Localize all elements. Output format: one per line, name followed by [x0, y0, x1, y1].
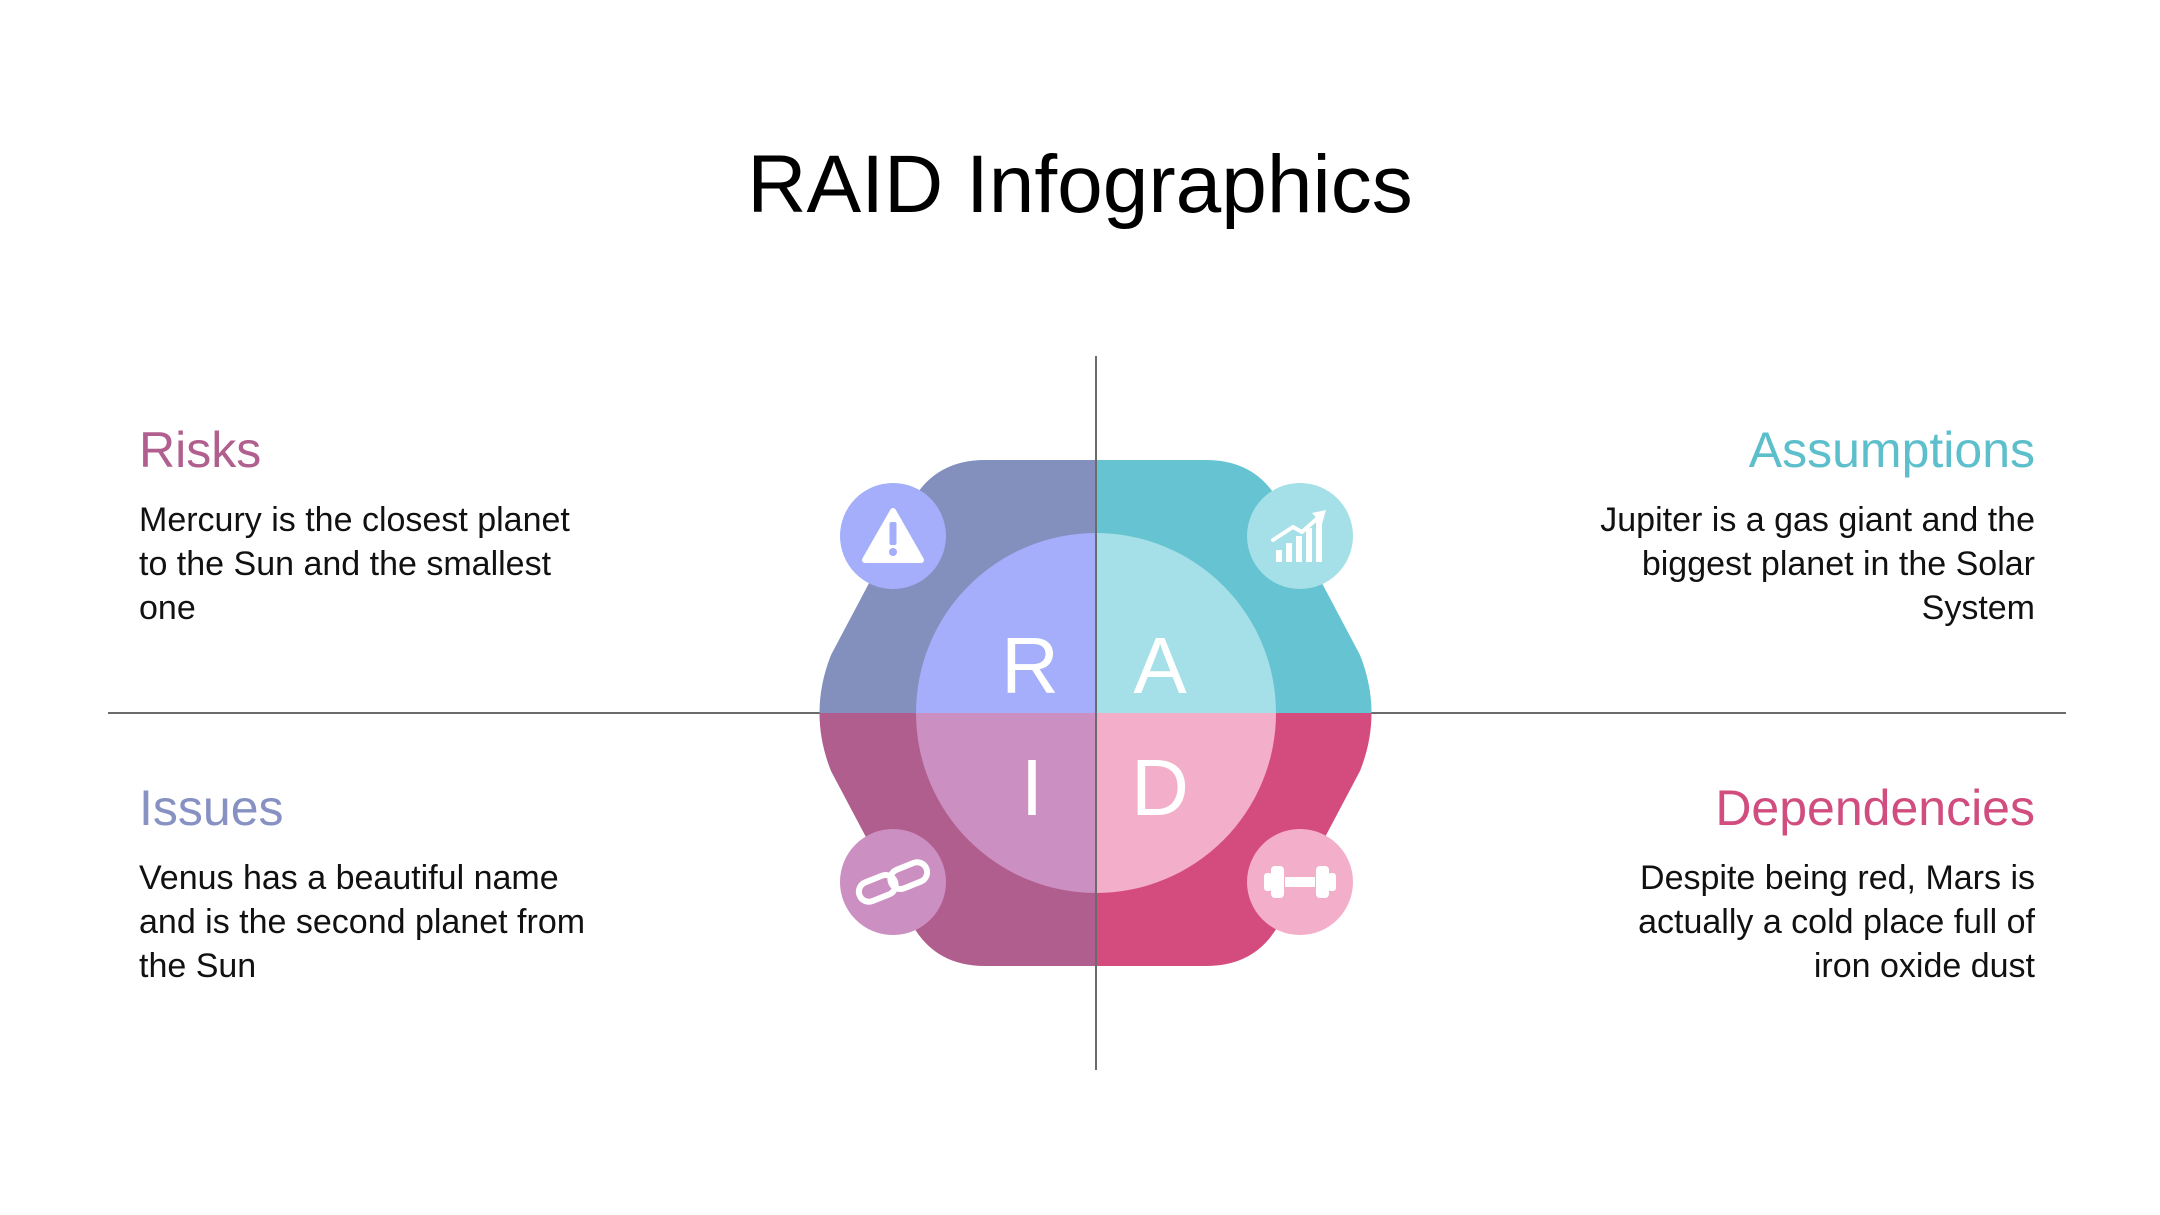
chain-link-icon [840, 829, 946, 935]
assumptions-heading: Assumptions [1748, 422, 2035, 478]
growth-chart-icon [1247, 483, 1353, 589]
letter-i: I [1021, 743, 1043, 832]
letter-r: R [1001, 621, 1059, 710]
circle-quadrant-dependencies [1096, 713, 1276, 893]
warning-icon [840, 483, 946, 589]
vertical-axis-line [1095, 356, 1097, 1070]
circle-quadrant-issues [916, 713, 1096, 893]
circle-quadrant-risks [916, 533, 1096, 713]
risks-heading: Risks [139, 422, 262, 478]
issues-block: Issues Venus has a beautiful name and is… [139, 778, 599, 988]
risks-block: Risks Mercury is the closest planet to t… [139, 420, 599, 630]
circle-quadrant-assumptions [1096, 533, 1276, 713]
issues-heading: Issues [139, 780, 284, 836]
issues-description: Venus has a beautiful name and is the se… [139, 859, 586, 985]
dependencies-block: Dependencies Despite being red, Mars is … [1575, 778, 2035, 988]
assumptions-block: Assumptions Jupiter is a gas giant and t… [1575, 420, 2035, 630]
risks-description: Mercury is the closest planet to the Sun… [139, 501, 570, 627]
letter-d: D [1131, 743, 1189, 832]
dependencies-description: Despite being red, Mars is actually a co… [1638, 859, 2035, 985]
dumbbell-icon [1247, 829, 1353, 935]
letter-a: A [1133, 621, 1187, 710]
assumptions-description: Jupiter is a gas giant and the biggest p… [1600, 501, 2035, 627]
page-title: RAID Infographics [747, 139, 1413, 230]
dependencies-heading: Dependencies [1715, 780, 2035, 836]
